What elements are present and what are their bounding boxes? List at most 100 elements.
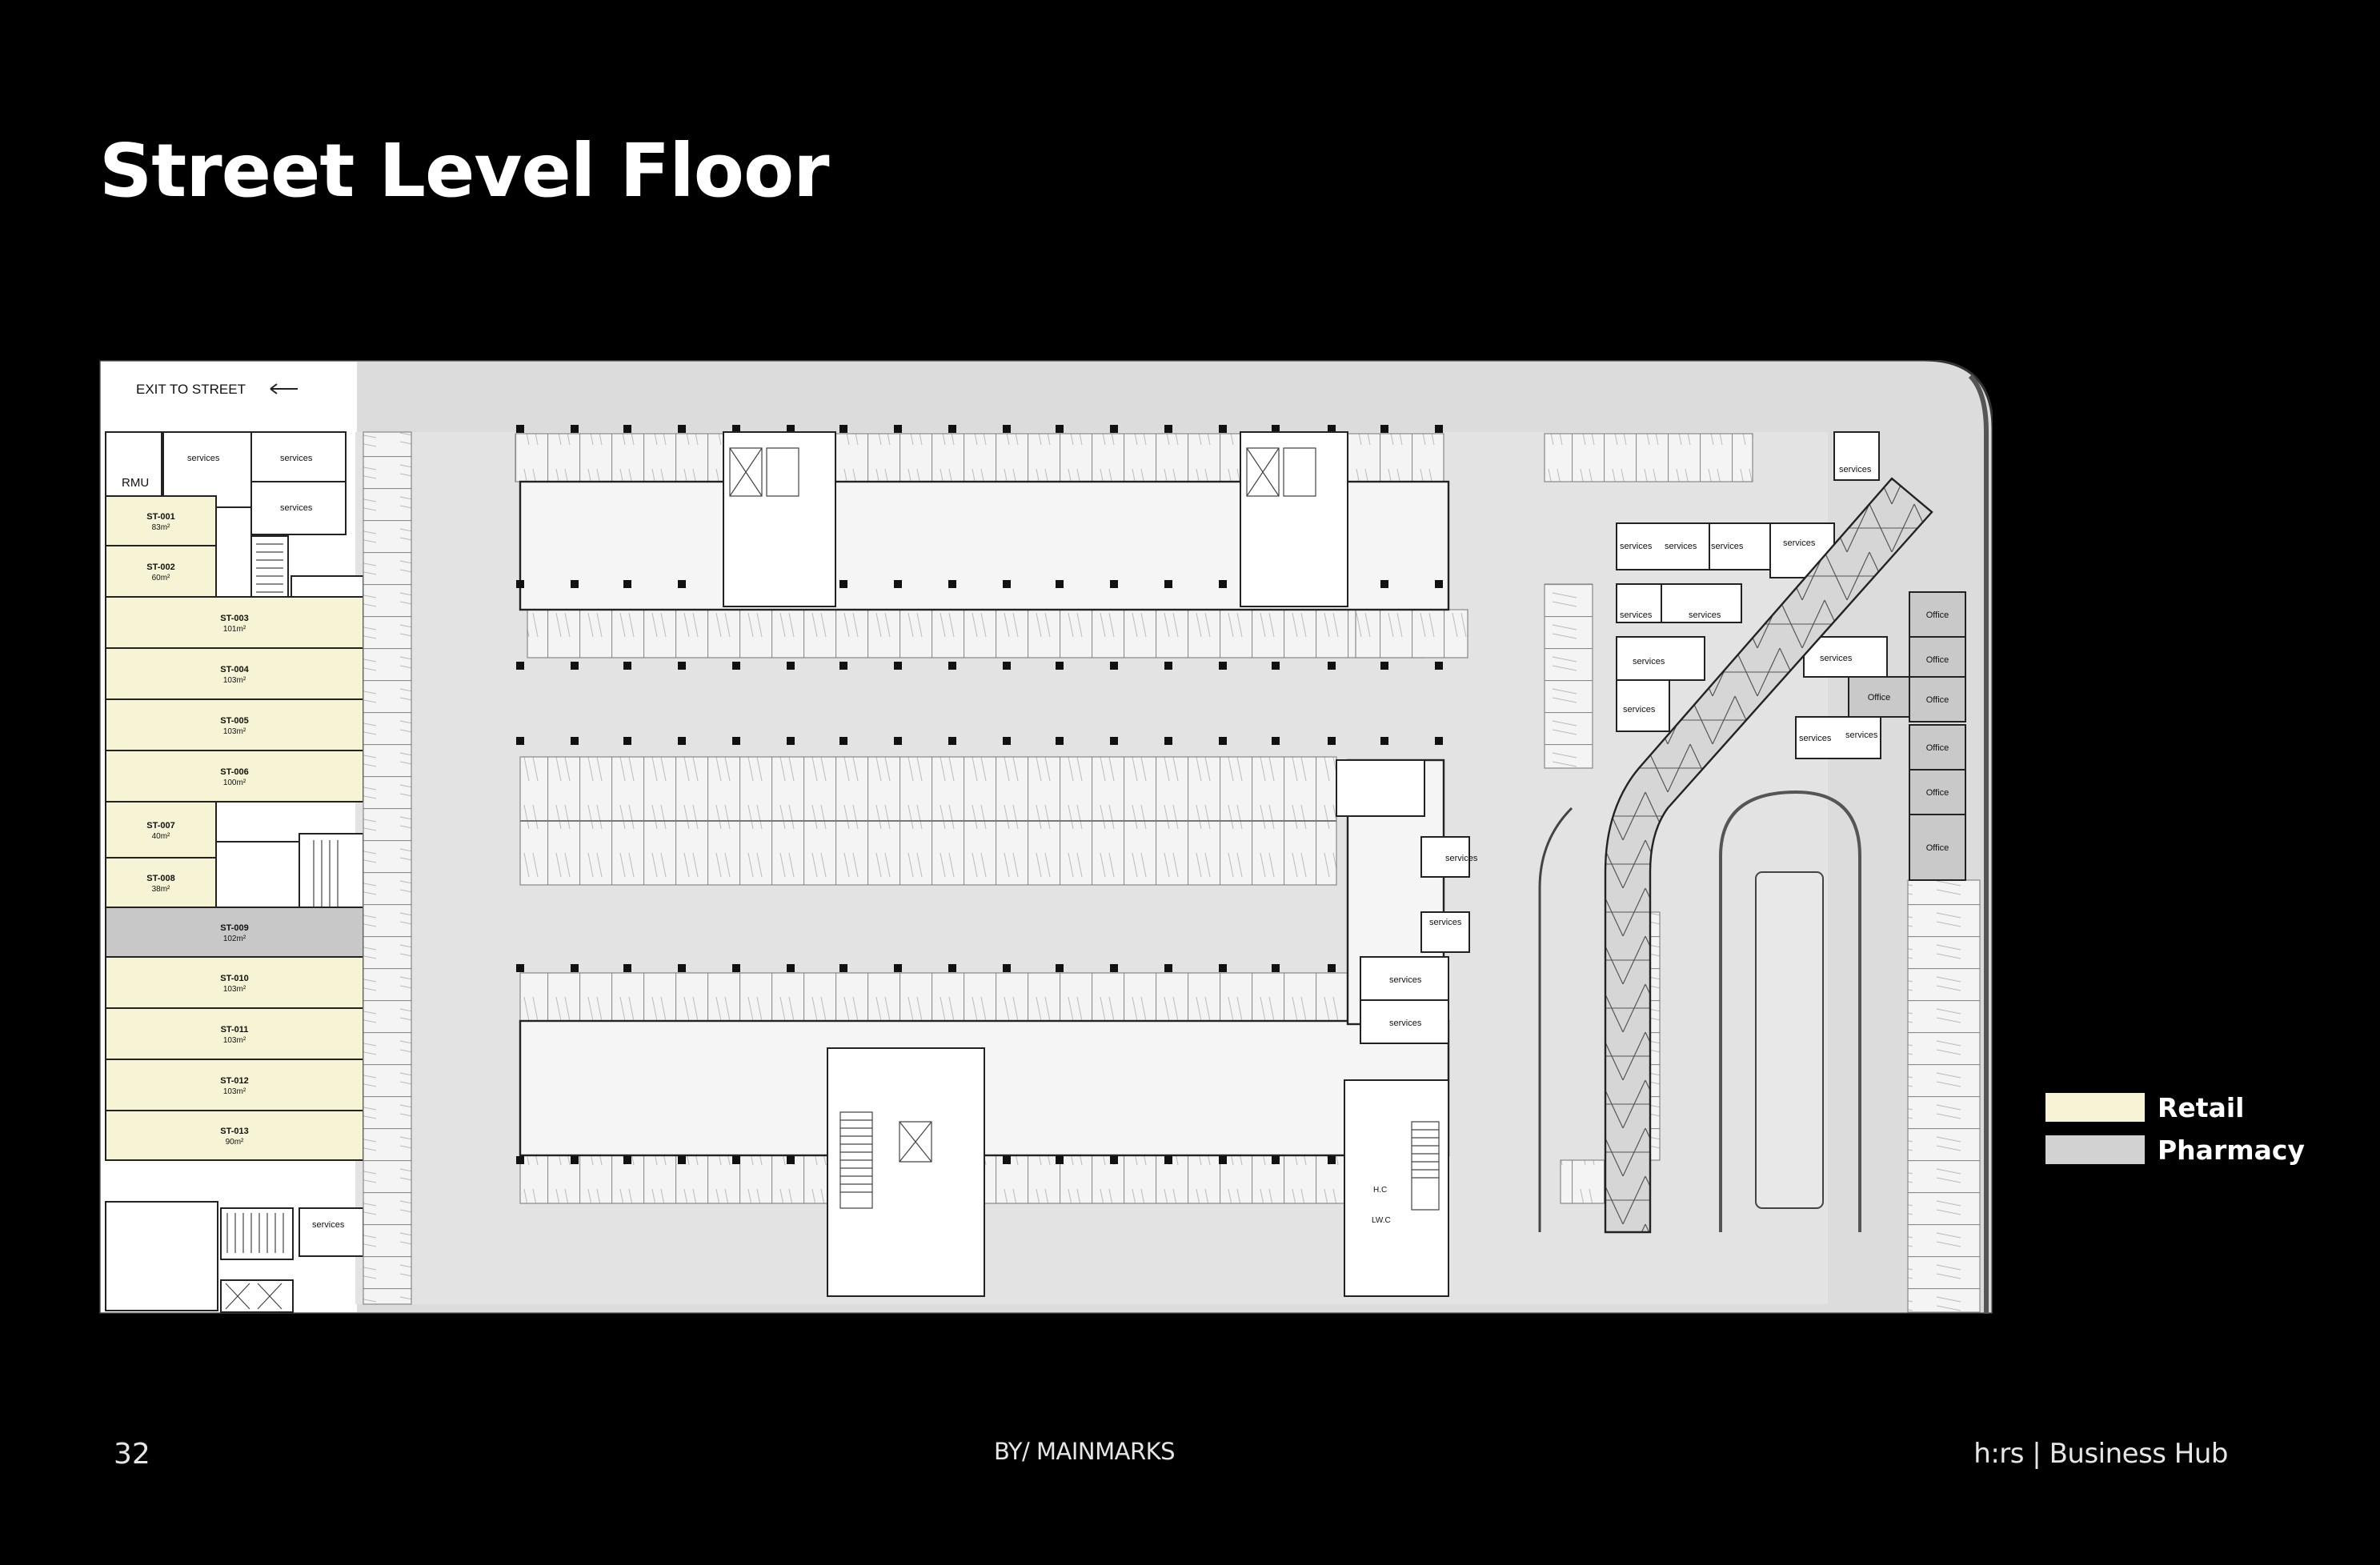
column-marker [1110, 964, 1118, 972]
column-marker [1272, 737, 1280, 745]
exit-to-street-label: EXIT TO STREET [136, 382, 246, 397]
column-marker [678, 662, 686, 670]
office-label: Office [1926, 695, 1949, 705]
services-label: services [1389, 975, 1422, 985]
column-marker [1056, 1156, 1064, 1164]
services-label: services [1665, 542, 1697, 551]
column-marker [787, 662, 795, 670]
column-marker [1164, 425, 1172, 433]
column-marker [1219, 580, 1227, 588]
rmu-label: RMU [122, 476, 149, 490]
services-label: services [1429, 918, 1462, 927]
column-marker [1219, 737, 1227, 745]
legend-label: Pharmacy [2158, 1134, 2305, 1166]
unit-area-label: 103m² [223, 985, 246, 994]
office-room [1909, 676, 1966, 722]
column-marker [839, 662, 847, 670]
column-marker [1272, 1156, 1280, 1164]
unit-area-label: 100m² [223, 778, 246, 787]
column-marker [1110, 1156, 1118, 1164]
office-label: Office [1868, 693, 1891, 702]
exit-arrow-icon [270, 383, 298, 394]
office-label: Office [1926, 843, 1949, 853]
services-label: services [1839, 465, 1872, 474]
column-marker [1435, 425, 1443, 433]
column-marker [732, 737, 740, 745]
column-marker [787, 964, 795, 972]
column-marker [894, 737, 902, 745]
services-label: services [1633, 657, 1665, 666]
column-marker [678, 580, 686, 588]
unit-st-009 [105, 907, 364, 958]
column-marker [1380, 662, 1388, 670]
unit-area-label: 38m² [152, 885, 170, 894]
column-marker [839, 425, 847, 433]
column-marker [678, 425, 686, 433]
column-marker [516, 662, 524, 670]
hc-label: H.C [1373, 1186, 1387, 1195]
office-room [1909, 591, 1966, 638]
legend-item-retail: Retail [2045, 1091, 2305, 1123]
unit-st-010 [105, 956, 364, 1009]
column-marker [894, 964, 902, 972]
office-label: Office [1926, 655, 1949, 665]
unit-st-013 [105, 1110, 364, 1161]
column-marker [948, 425, 956, 433]
services-label: services [1783, 538, 1816, 548]
office-label: Office [1926, 610, 1949, 620]
column-marker [894, 425, 902, 433]
column-marker [1380, 737, 1388, 745]
column-marker [839, 580, 847, 588]
column-marker [1164, 737, 1172, 745]
unit-id-label: ST-002 [146, 562, 174, 572]
ramp [1604, 477, 1933, 1234]
column-marker [516, 737, 524, 745]
column-marker [623, 737, 631, 745]
column-marker [787, 1156, 795, 1164]
column-marker [1219, 425, 1227, 433]
column-marker [516, 580, 524, 588]
services-label: services [1445, 854, 1478, 863]
column-marker [1435, 737, 1443, 745]
unit-id-label: ST-006 [220, 767, 248, 777]
column-marker [1272, 964, 1280, 972]
column-marker [732, 425, 740, 433]
unit-area-label: 102m² [223, 935, 246, 943]
column-marker [732, 1156, 740, 1164]
column-marker [732, 662, 740, 670]
column-marker [1272, 662, 1280, 670]
column-marker [732, 964, 740, 972]
lwc-label: LW.C [1372, 1216, 1391, 1225]
column-marker [678, 1156, 686, 1164]
column-marker [1328, 662, 1336, 670]
footer-brand: h:rs | Business Hub [1973, 1438, 2228, 1470]
column-marker [1328, 1156, 1336, 1164]
column-marker [623, 662, 631, 670]
unit-area-label: 103m² [223, 676, 246, 685]
unit-area-label: 103m² [223, 727, 246, 736]
column-marker [1328, 964, 1336, 972]
services-label: services [1820, 654, 1853, 663]
column-marker [571, 425, 579, 433]
column-marker [1219, 964, 1227, 972]
column-marker [894, 662, 902, 670]
column-marker [623, 964, 631, 972]
column-marker [1110, 580, 1118, 588]
structural-columns [516, 425, 1443, 1164]
column-marker [571, 662, 579, 670]
column-marker [839, 964, 847, 972]
unit-st-008 [105, 857, 217, 908]
unit-id-label: ST-010 [220, 974, 248, 983]
column-marker [571, 580, 579, 588]
column-marker [1380, 425, 1388, 433]
column-marker [571, 737, 579, 745]
services-label: services [280, 503, 313, 513]
column-marker [1435, 662, 1443, 670]
office-label: Office [1926, 743, 1949, 753]
office-room [1909, 724, 1966, 770]
column-marker [623, 425, 631, 433]
column-marker [571, 964, 579, 972]
column-marker [1056, 580, 1064, 588]
column-marker [1164, 662, 1172, 670]
column-marker [1164, 580, 1172, 588]
